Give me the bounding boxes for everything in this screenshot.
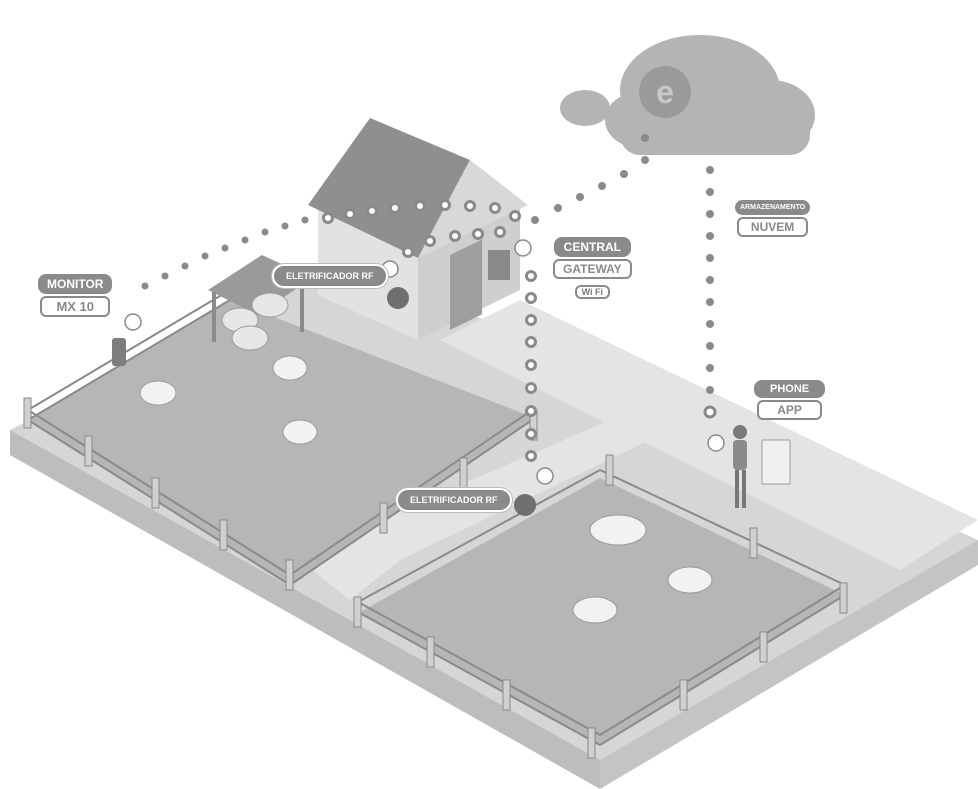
cloud-label-subtitle: NUVEM xyxy=(736,217,809,237)
cloud-storage-icon xyxy=(560,35,815,155)
connection-dots-monitor xyxy=(141,216,309,290)
cattle-group xyxy=(572,514,713,624)
farm-path xyxy=(440,300,978,570)
wifi-badge: Wi Fi xyxy=(574,285,611,299)
central-gateway-label: CENTRAL GATEWAY Wi Fi xyxy=(553,237,632,299)
sheep-group xyxy=(139,355,318,445)
monitor-device xyxy=(112,338,126,366)
cloud-label-title: ARMAZENAMENTO xyxy=(735,200,811,215)
farmer-with-phone xyxy=(733,425,791,508)
phone-label-subtitle: APP xyxy=(757,400,822,420)
central-label-subtitle: GATEWAY xyxy=(553,259,632,279)
ground-edge xyxy=(10,430,600,789)
cloud-logo-badge xyxy=(639,66,691,118)
ground-edge-right xyxy=(600,540,978,789)
energizer-label-bottom: ELETRIFICADOR RF xyxy=(396,488,512,512)
phone-label-title: PHONE xyxy=(754,380,826,398)
central-label-title: CENTRAL xyxy=(553,237,631,257)
phone-app-label: PHONE APP xyxy=(754,380,826,420)
monitor-label-title: MONITOR xyxy=(38,274,113,294)
monitor-label: MONITOR MX 10 xyxy=(38,274,113,317)
energizer-device-top xyxy=(387,287,409,309)
connection-dot-phone xyxy=(703,405,717,419)
connection-dots-house xyxy=(322,199,521,258)
wifi-signal-icon xyxy=(124,239,725,485)
cattle-fence-posts xyxy=(353,454,848,759)
cloud-logo: e xyxy=(656,74,674,110)
sheep-pasture xyxy=(28,300,535,585)
connection-dots-cloud xyxy=(531,134,714,394)
energizer-label-top: ELETRIFICADOR RF xyxy=(272,264,388,288)
cloud-storage-label: ARMAZENAMENTO NUVEM xyxy=(735,200,811,237)
monitor-label-model: MX 10 xyxy=(40,296,111,317)
hay-shelter xyxy=(208,255,312,351)
energizer-device-bottom xyxy=(514,494,536,516)
connection-dots-gateway-down xyxy=(525,270,537,462)
